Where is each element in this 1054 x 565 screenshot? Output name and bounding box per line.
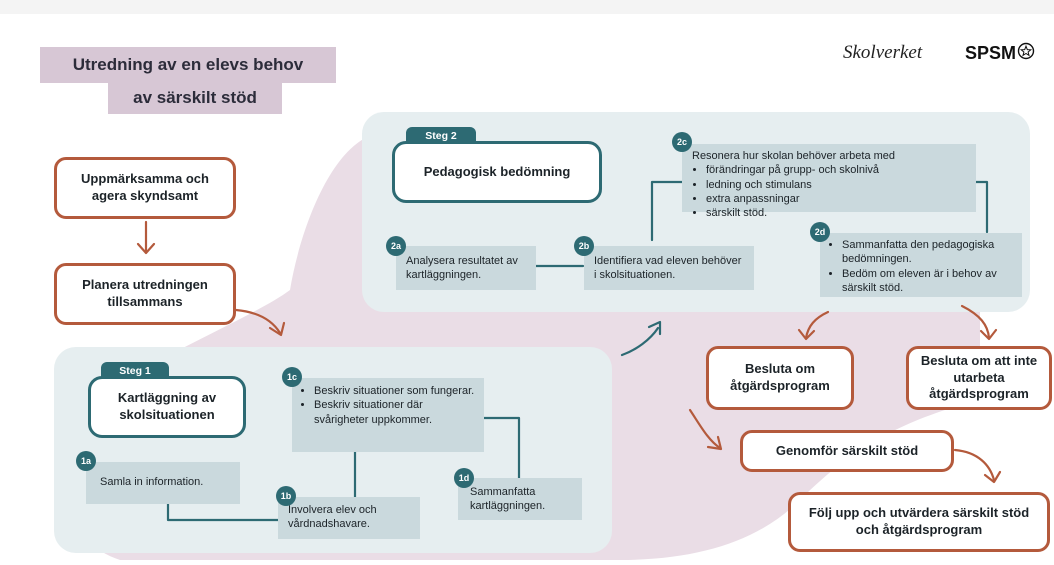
- step-2c-box: Resonera hur skolan behöver arbeta med f…: [682, 144, 976, 219]
- arrowhead-besluta: [797, 328, 816, 341]
- step-2d-list: Sammanfatta den pedagogiska bedömningen.…: [828, 238, 1014, 295]
- step-2c-intro: Resonera hur skolan behöver arbeta med: [692, 150, 896, 162]
- steg2-tab: Steg 2: [406, 127, 476, 144]
- arrowhead-box2: [136, 242, 156, 255]
- line-2b-2c: [650, 180, 684, 242]
- badge-2c: 2c: [672, 132, 692, 152]
- arrow-to-inte: [960, 304, 991, 340]
- genomfor-box: Genomför särskilt stöd: [740, 430, 954, 472]
- line-2c-2d: [974, 180, 989, 234]
- badge-1a: 1a: [76, 451, 96, 471]
- badge-1d: 1d: [454, 468, 474, 488]
- step-2c-item: särskilt stöd.: [706, 206, 968, 220]
- step-2c-list: förändringar på grupp- och skolnivå ledn…: [692, 163, 968, 220]
- step-2c-item: ledning och stimulans: [706, 178, 968, 192]
- step-2d-item: Bedöm om eleven är i behov av särskilt s…: [842, 267, 1014, 296]
- step-1c-item: Beskriv situationer som fungerar.: [314, 384, 476, 398]
- badge-2d: 2d: [810, 222, 830, 242]
- besluta-box: Besluta om åtgärdsprogram: [706, 346, 854, 410]
- top-strip: [0, 0, 1054, 14]
- folj-upp-box: Följ upp och utvärdera särskilt stöd och…: [788, 492, 1050, 552]
- step-1c-item: Beskriv situationer där svårigheter uppk…: [314, 398, 476, 427]
- arrow-steg1-to-steg2: [620, 326, 660, 357]
- step-2d-box: Sammanfatta den pedagogiska bedömningen.…: [820, 233, 1022, 297]
- arrowhead-steg1: [268, 321, 286, 337]
- skolverket-logo: Skolverket: [843, 42, 923, 63]
- step-1c-list: Beskriv situationer som fungerar. Beskri…: [300, 384, 476, 427]
- arrowhead-folj: [983, 470, 1002, 484]
- step-1d-box: Sammanfatta kartläggningen.: [458, 478, 582, 520]
- step-1b-text: Involvera elev och vårdnadshavare.: [288, 504, 377, 531]
- arrowhead-steg2: [647, 320, 662, 336]
- step-2c-item: förändringar på grupp- och skolnivå: [706, 163, 968, 177]
- arrowhead-inte: [979, 328, 998, 341]
- arrow-to-besluta: [804, 310, 830, 340]
- step-2a-box: Analysera resultatet av kartläggningen.: [396, 246, 536, 290]
- step-1d-text: Sammanfatta kartläggningen.: [470, 486, 546, 513]
- arrowhead-genomfor: [706, 435, 723, 451]
- line-1c-1d: [482, 416, 521, 480]
- step-1c-box: Beskriv situationer som fungerar. Beskri…: [292, 378, 484, 452]
- step-1b-box: Involvera elev och vårdnadshavare.: [278, 497, 420, 539]
- step-2a-text: Analysera resultatet av kartläggningen.: [406, 255, 518, 282]
- badge-1b: 1b: [276, 486, 296, 506]
- step-2d-item: Sammanfatta den pedagogiska bedömningen.: [842, 238, 1014, 267]
- step-2b-box: Identifiera vad eleven behöver i skolsit…: [584, 246, 754, 290]
- steg1-title: Kartläggning av skolsituationen: [88, 376, 246, 438]
- steg2-title: Pedagogisk bedömning: [392, 141, 602, 203]
- uppmarksamma-box: Uppmärksamma och agera skyndsamt: [54, 157, 236, 219]
- inte-utarbeta-box: Besluta om att inte utarbeta åtgärdsprog…: [906, 346, 1052, 410]
- badge-1c: 1c: [282, 367, 302, 387]
- arrow-to-genomfor: [688, 408, 722, 450]
- step-2b-text: Identifiera vad eleven behöver i skolsit…: [594, 255, 742, 282]
- spsm-logo-text: SPSM: [965, 43, 1017, 63]
- arrow-to-folj: [953, 448, 996, 482]
- badge-2a: 2a: [386, 236, 406, 256]
- step-1a-box: Samla in information.: [86, 462, 240, 504]
- planera-box: Planera utredningen tillsammans: [54, 263, 236, 325]
- step-1a-text: Samla in information.: [100, 476, 204, 488]
- badge-2b: 2b: [574, 236, 594, 256]
- title-line1: Utredning av en elevs behov: [40, 47, 336, 83]
- arrow-to-steg1: [234, 308, 282, 335]
- title-line2: av särskilt stöd: [108, 82, 282, 114]
- spsm-star-icon: [1017, 42, 1035, 59]
- spsm-logo: SPSM: [965, 42, 1035, 64]
- steg1-tab: Steg 1: [101, 362, 169, 379]
- step-2c-item: extra anpassningar: [706, 192, 968, 206]
